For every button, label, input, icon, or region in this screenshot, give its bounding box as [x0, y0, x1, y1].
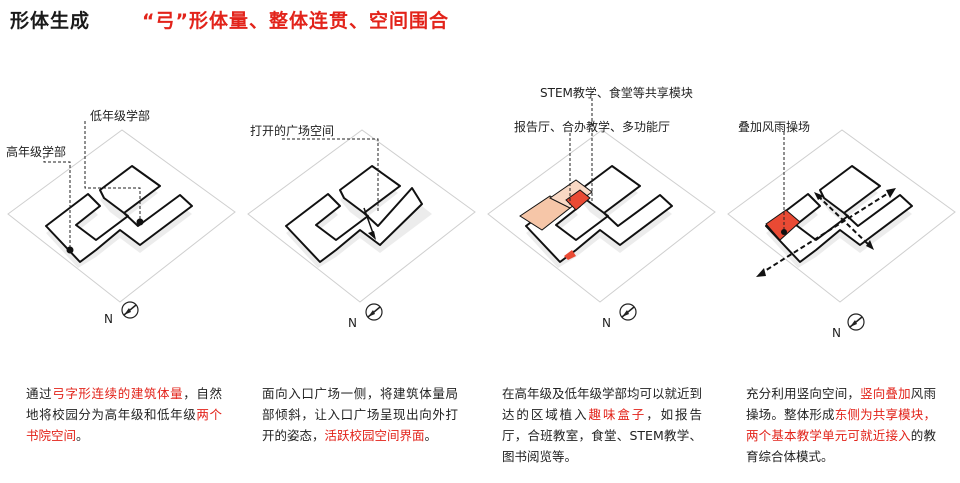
panel-3-description: 在高年级及低年级学部均可以就近到达的区域植入趣味盒子，如报告厅，合班教室，食堂、… [502, 386, 703, 464]
panel-2-diagram [247, 129, 476, 321]
compass-north-label: N [602, 316, 611, 330]
shared-box-light-2 [549, 179, 593, 209]
label-open-plaza: 打开的广场空间 [250, 124, 335, 138]
shared-box-red-2 [564, 250, 576, 260]
label-lower-grade: 低年级学部 [90, 109, 151, 123]
panel-4-description: 充分利用竖向空间，竖向叠加风雨操场。整体形成东侧为共享模块，两个基本教学单元可就… [746, 386, 936, 464]
panel-4: 叠加风雨操场 N 充分利用竖向空间，竖向叠加风雨操场。整体形成东侧为共享模块，两… [720, 0, 960, 483]
compass-north-label: N [104, 312, 113, 326]
panel-1-description: 通过弓字形连续的建筑体量，自然地将校园分为高年级和低年级两个书院空间。 [26, 386, 222, 443]
panel-2: 打开的广场空间 N 面向入口广场一侧，将建筑体量局部倾斜，让入口广场呈现出向外打… [240, 0, 480, 483]
panel-3: STEM教学、食堂等共享模块 报告厅、合办教学、多功能厅 N 在高年级及低年级学… [480, 0, 720, 483]
compass-icon [121, 301, 139, 319]
marker-b [66, 246, 74, 254]
compass-icon [847, 313, 865, 331]
building-outline [285, 165, 423, 263]
compass-icon [365, 303, 383, 321]
opening-arrow [363, 207, 375, 237]
label-stem-shared: STEM教学、食堂等共享模块 [540, 86, 693, 100]
building-mass [45, 165, 193, 268]
marker-a [136, 218, 144, 226]
building-outline [45, 165, 193, 263]
leader-line-b [43, 156, 71, 248]
compass-north-label: N [348, 316, 357, 330]
axis-arrow-2 [817, 195, 871, 247]
panel-3-diagram [487, 98, 716, 321]
leader-line-a [282, 138, 379, 212]
gym-box [765, 209, 801, 241]
building-outline [525, 165, 673, 263]
panel-1: 低年级学部 高年级学部 N 通过弓字形连续的建筑体量，自然地将校园分为高年级和低… [0, 0, 240, 483]
compass-icon [619, 303, 637, 321]
panel-4-diagram [727, 129, 956, 331]
shared-box-red-1 [565, 189, 591, 211]
panel-2-description: 面向入口广场一侧，将建筑体量局部倾斜，让入口广场呈现出向外打开的姿态，活跃校园空… [262, 386, 458, 443]
compass-north-label: N [832, 326, 841, 340]
leader-line-a [84, 121, 141, 220]
label-upper-grade: 高年级学部 [6, 145, 67, 159]
axis-arrow-1 [759, 191, 891, 275]
opening-arrow-head [368, 231, 376, 240]
marker-a [781, 229, 787, 235]
page-title: 形体生成 [10, 10, 91, 32]
page-subtitle: “弓”形体量、整体连贯、空间围合 [142, 10, 449, 32]
panel-1-diagram [7, 121, 236, 319]
label-gym: 叠加风雨操场 [738, 120, 811, 134]
label-auditorium: 报告厅、合办教学、多功能厅 [514, 120, 671, 134]
